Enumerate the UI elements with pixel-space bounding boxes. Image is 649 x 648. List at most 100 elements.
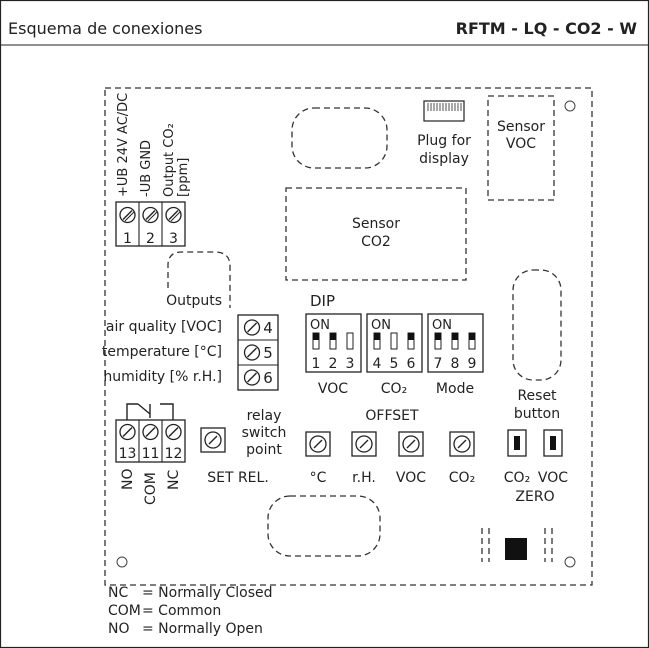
relay-label-nc: NC [166, 470, 182, 490]
output-label-voc: air quality [VOC] [106, 319, 222, 335]
dip-lever-1 [313, 333, 319, 340]
terminal-label-2: -UB GND [139, 140, 154, 197]
reset-button-co2 [507, 429, 527, 457]
dip-sliders [312, 332, 476, 350]
dip-switch-co2 [366, 313, 423, 373]
relay-label-com: COM [143, 472, 159, 505]
relay-pot-knob [204, 431, 222, 449]
dip-number-9: 9 [468, 356, 477, 372]
outputs-bracket [167, 251, 231, 308]
relay-text-2: switch [242, 425, 287, 441]
cutout-bottom [267, 495, 381, 557]
legend-abbr-nc: NC [108, 585, 128, 601]
offset-pot-humidity [351, 431, 377, 457]
output-number-6: 6 [263, 369, 273, 387]
dip-on-label-voc: ON [310, 318, 330, 333]
dip-lever-7 [435, 333, 441, 340]
output-terminal-block [237, 314, 279, 391]
relay-contact-nc [160, 403, 174, 420]
plug-label-1: Plug for [417, 133, 471, 149]
plug-label-2: display [419, 151, 469, 167]
set-rel-label: SET REL. [207, 470, 269, 486]
dip-lever-6 [408, 333, 414, 340]
cutout-top [291, 107, 388, 169]
reset-title-2: button [514, 406, 560, 422]
legend-abbr-com: COM [108, 603, 141, 619]
dip-number-4: 4 [373, 356, 382, 372]
offset-pot-voc [398, 431, 424, 457]
terminal-label-3: Output CO₂ [162, 123, 177, 197]
dip-switch-voc [305, 313, 362, 373]
relay-number-12: 12 [165, 446, 183, 462]
cutout-right [512, 269, 562, 381]
board-outline [104, 87, 593, 586]
terminal-label-3b: [ppm] [176, 158, 191, 197]
relay-number-13: 13 [119, 446, 137, 462]
dip-lever-4 [374, 333, 380, 340]
dip-switch-mode [427, 313, 484, 373]
dip-on-label-co2: ON [371, 318, 391, 333]
legend-abbr-no: NO [108, 621, 130, 637]
relay-contact-switch [137, 403, 151, 415]
reset-label-voc: VOC [538, 470, 568, 486]
co2-sensor-box [285, 187, 467, 281]
voc-sensor-label-1: Sensor [497, 119, 545, 135]
model-name: RFTM - LQ - CO2 - W [456, 19, 638, 38]
dip-number-1: 1 [312, 356, 321, 372]
dip-slot-3 [346, 332, 354, 350]
dip-lever-8 [452, 333, 458, 340]
offset-pot-temperature [305, 431, 331, 457]
legend-text-no: = Normally Open [142, 621, 263, 637]
terminal-number-1: 1 [123, 231, 132, 247]
offset-label-voc: VOC [396, 470, 426, 486]
relay-text-3: point [246, 442, 282, 458]
relay-pot-frame [200, 427, 226, 453]
offset-label-temperature: °C [310, 470, 327, 486]
dip-number-6: 6 [407, 356, 416, 372]
connector-block [505, 538, 527, 560]
header-title: Esquema de conexiones [8, 19, 202, 38]
offset-label-humidity: r.H. [352, 470, 376, 486]
voc-sensor-box [487, 95, 555, 201]
dip-number-2: 2 [329, 356, 338, 372]
dip-number-5: 5 [390, 356, 399, 372]
dip-slot-5 [390, 332, 398, 350]
output-number-4: 4 [263, 319, 273, 337]
terminal-label-1: +UB 24V AC/DC [116, 93, 131, 197]
dip-lever-9 [469, 333, 475, 340]
relay-text-1: relay [247, 408, 282, 424]
reset-label-co2: CO₂ [504, 470, 530, 486]
relay-pot-slot [208, 435, 218, 445]
terminal-number-2: 2 [146, 231, 155, 247]
legend-text-com: = Common [142, 603, 221, 619]
mount-hole-bottom-left [116, 556, 128, 568]
dip-group-label-mode: Mode [436, 381, 474, 397]
dip-title: DIP [310, 292, 335, 310]
relay-label-no: NO [120, 469, 136, 491]
display-plug [423, 100, 465, 122]
mount-hole-top-right [564, 100, 576, 112]
relay-terminal-block [115, 419, 186, 463]
dip-lever-2 [330, 333, 336, 340]
output-number-5: 5 [263, 344, 273, 362]
reset-title-1: Reset [517, 388, 557, 404]
co2-sensor-label-1: Sensor [352, 216, 400, 232]
offset-title: OFFSET [365, 408, 419, 424]
legend-text-nc: = Normally Closed [142, 585, 272, 601]
output-label-temperature: temperature [°C] [102, 344, 222, 360]
co2-sensor-label-2: CO2 [361, 234, 391, 250]
mount-hole-bottom-right [564, 556, 576, 568]
offset-label-co2: CO₂ [449, 470, 475, 486]
dip-number-3: 3 [346, 356, 355, 372]
offset-pot-co2 [449, 431, 475, 457]
reset-zero-label: ZERO [515, 489, 554, 505]
relay-contact-no [126, 403, 138, 420]
dip-group-label-voc: VOC [318, 381, 348, 397]
output-label-humidity: humidity [% r.H.] [103, 369, 222, 385]
terminal-number-3: 3 [169, 231, 178, 247]
relay-number-11: 11 [142, 446, 160, 462]
dip-group-label-co2: CO₂ [381, 381, 407, 397]
reset-button-voc [543, 429, 563, 457]
